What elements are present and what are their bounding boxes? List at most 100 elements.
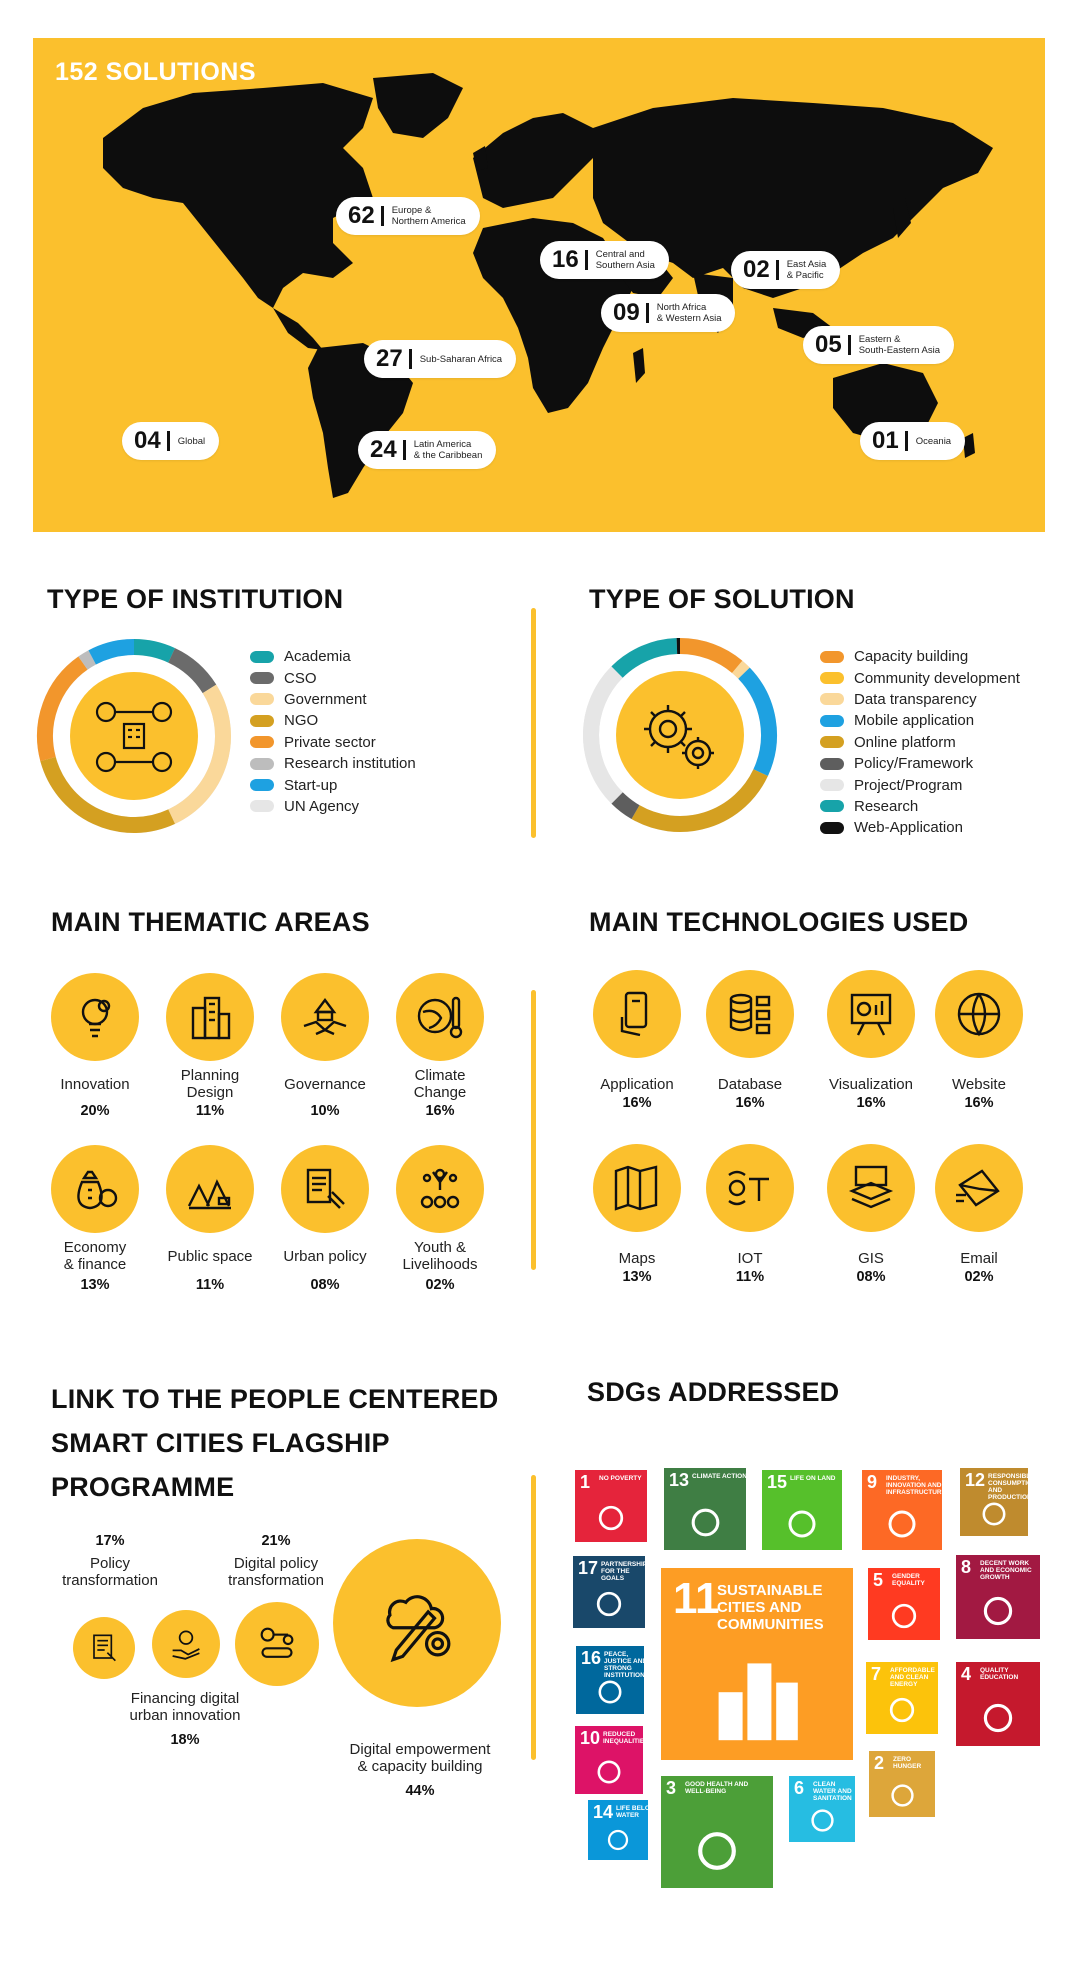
sdg-goal-icon	[982, 1502, 1006, 1526]
sdg-number: 12	[965, 1470, 986, 1490]
sdg-text: Gender equality	[892, 1573, 925, 1587]
sdg-goal-icon	[891, 1603, 917, 1629]
legend-item: Data transparency	[820, 689, 1020, 710]
sdg-goal-icon	[598, 1680, 622, 1704]
legend-swatch	[820, 736, 844, 749]
thematic-label: Planning Design	[180, 1067, 240, 1101]
legend-swatch	[250, 800, 274, 813]
financing-label: Financing digital urban innovation	[129, 1690, 241, 1724]
thematic-label: Climate Change	[413, 1067, 467, 1101]
institution-title: TYPE OF INSTITUTION	[47, 584, 344, 614]
thematic-circle	[396, 1145, 484, 1233]
region-label: Europe & Northern America	[391, 205, 466, 227]
legend-label: Research institution	[284, 755, 416, 773]
technologies-percent: 16%	[735, 1095, 765, 1111]
sdg-goal-icon	[889, 1697, 915, 1723]
legend-label: Capacity building	[854, 648, 969, 666]
sdg-number: 16	[581, 1648, 602, 1668]
sdg-goal-icon	[983, 1596, 1013, 1626]
legend-swatch	[250, 693, 274, 706]
legend-item: Project/Program	[820, 774, 1020, 795]
legend-item: Policy/Framework	[820, 753, 1020, 774]
policy-label: Policy transformation	[62, 1555, 158, 1589]
region-count: 02	[743, 256, 770, 283]
presentation-chart-icon	[850, 993, 892, 1036]
legend-swatch	[820, 821, 844, 834]
sdg-text: Sustainable cities and communities	[717, 1582, 824, 1633]
sdg-goal-icon	[788, 1510, 816, 1538]
thematic-percent: 11%	[195, 1103, 225, 1119]
legend-item: Research institution	[250, 753, 416, 774]
technologies-label: Website	[952, 1076, 1006, 1093]
donut-segment	[731, 660, 750, 679]
technologies-percent: 11%	[735, 1269, 765, 1285]
donut-segment	[168, 684, 231, 824]
legend-item: Web-Application	[820, 817, 1020, 838]
sdg-text: Good health and well-being	[685, 1781, 749, 1795]
sdg-goal-icon	[596, 1591, 622, 1617]
institution-network-icon	[95, 701, 173, 773]
thematic-percent: 08%	[310, 1277, 340, 1293]
sdg-text: Affordable and clean energy	[890, 1667, 935, 1688]
legend-item: Academia	[250, 646, 416, 667]
policy-document-icon	[93, 1634, 116, 1662]
sdg-tile-8: 8Decent work and economic growth	[956, 1555, 1040, 1639]
solutions-total-title: 152 SOLUTIONS	[55, 58, 256, 86]
sdg-tile-1: 1No poverty	[575, 1470, 647, 1542]
region-pill-east-asia-pacific: 02 East Asia & Pacific	[731, 251, 841, 289]
region-label: North Africa & Western Asia	[656, 302, 722, 324]
legend-swatch	[820, 779, 844, 792]
region-label: Central and Southern Asia	[595, 249, 655, 271]
legend-swatch	[820, 800, 844, 813]
sdg-goal-icon	[888, 1510, 916, 1538]
sdg-number: 17	[578, 1558, 599, 1578]
handshake-capitol-icon	[303, 998, 347, 1036]
region-label: Global	[177, 435, 206, 447]
sdg-number: 7	[871, 1664, 882, 1684]
sdg-text: Life below water	[616, 1805, 648, 1819]
sdg-number: 4	[961, 1664, 972, 1684]
thematic-circle	[51, 1145, 139, 1233]
divider	[531, 608, 536, 838]
sdg-text: Industry, innovation and infrastructure	[886, 1475, 942, 1496]
legend-item: Capacity building	[820, 646, 1020, 667]
sdg-text: Zero hunger	[893, 1756, 922, 1770]
technologies-label: IOT	[737, 1250, 763, 1267]
cloud-pencil-gear-icon	[386, 1595, 451, 1663]
region-pill-global: 04 Global	[122, 422, 220, 460]
donut-segment	[78, 650, 97, 670]
empowerment-circle	[333, 1539, 501, 1707]
technologies-label: Application	[600, 1076, 674, 1093]
legend-item: Start-up	[250, 774, 416, 795]
thematic-percent: 20%	[80, 1103, 110, 1119]
legend-item: Private sector	[250, 732, 416, 753]
thematic-title: MAIN THEMATIC AREAS	[51, 907, 370, 937]
sdg-text: Clean water and sanitation	[813, 1781, 852, 1802]
sdg-number: 6	[794, 1778, 805, 1798]
technologies-circle	[706, 1144, 794, 1232]
donut-segment	[738, 667, 777, 776]
process-gear-icon	[260, 1627, 294, 1658]
legend-item: UN Agency	[250, 796, 416, 817]
donut-segment	[167, 648, 217, 694]
flagship-title-line: SMART CITIES FLAGSHIP	[51, 1428, 390, 1458]
technologies-label: Database	[717, 1076, 783, 1093]
technologies-circle	[935, 1144, 1023, 1232]
region-count: 62	[348, 202, 375, 229]
sdg-text: No poverty	[599, 1475, 642, 1482]
region-label: East Asia & Pacific	[786, 259, 827, 281]
region-pill-europe-northern-america: 62 Europe & Northern America	[336, 197, 480, 235]
technologies-percent: 02%	[964, 1269, 994, 1285]
thematic-percent: 10%	[310, 1103, 340, 1119]
donut-segment	[679, 638, 743, 674]
region-count: 04	[134, 427, 161, 454]
legend-swatch	[820, 693, 844, 706]
legend-swatch	[250, 736, 274, 749]
sdg-tile-3: 3Good health and well-being	[661, 1776, 773, 1888]
technologies-percent: 16%	[856, 1095, 886, 1111]
sdg-tile-2: 2Zero hunger	[869, 1751, 935, 1817]
